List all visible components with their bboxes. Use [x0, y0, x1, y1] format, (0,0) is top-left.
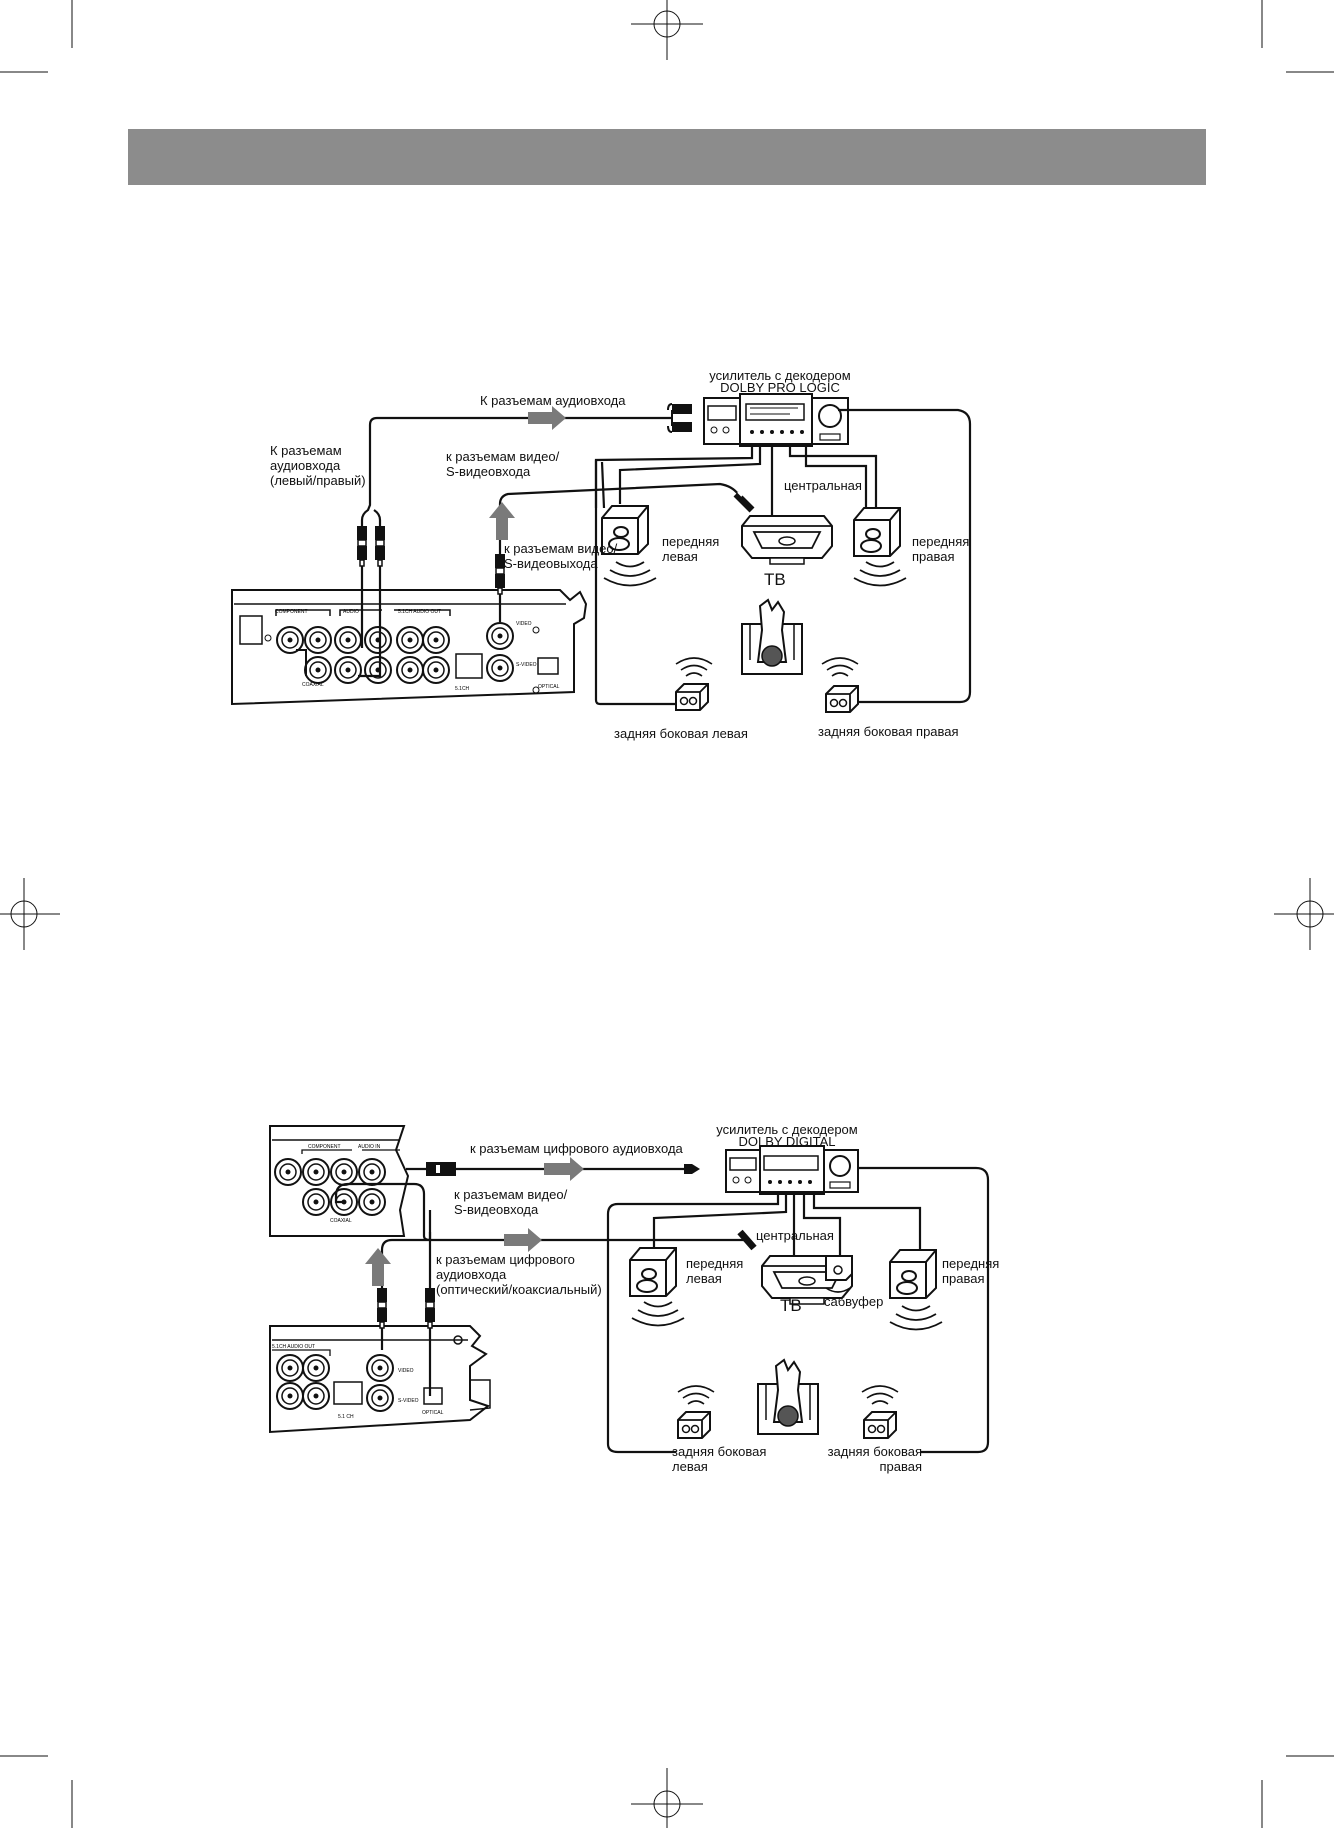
arrow-video-up — [489, 502, 515, 540]
svg-text:S-VIDEO: S-VIDEO — [398, 1398, 419, 1404]
label-front-left-2: передняя левая — [686, 1256, 743, 1286]
front-right-sound-waves-2 — [890, 1306, 942, 1330]
svg-text:VIDEO: VIDEO — [398, 1368, 414, 1374]
rear-right-sound-waves — [822, 658, 858, 676]
amplifier-dolby-digital — [726, 1146, 858, 1194]
svg-text:5.1CH: 5.1CH — [455, 686, 470, 692]
listener-seat-2 — [758, 1360, 818, 1434]
rear-right-sound-waves-2 — [862, 1386, 898, 1404]
svg-text:VIDEO: VIDEO — [516, 621, 532, 627]
label-digital-audio-in: к разъемам цифрового аудиовхода — [470, 1141, 683, 1156]
label-center-2: центральная — [756, 1228, 834, 1243]
speaker-rear-left-2 — [678, 1412, 710, 1438]
label-front-right-2: передняя правая — [942, 1256, 999, 1286]
label-video-in: к разъемам видео/ S-видеовхода — [446, 449, 559, 479]
listener-seat — [742, 600, 802, 674]
label-video-out: к разъемам видео/ S-видеовыхода — [504, 541, 617, 571]
diagram-dolby-digital: COMPONENT AUDIO IN COAXIAL 5.1CH AUDIO O… — [270, 1126, 988, 1452]
svg-text:OPTICAL: OPTICAL — [422, 1410, 444, 1416]
label-tv: ТВ — [764, 570, 786, 589]
arrow-digital-audio-in — [544, 1157, 584, 1181]
amp1-title-line2: DOLBY PRO LOGIC — [690, 380, 870, 395]
panel-label-component: COMPONENT — [275, 609, 308, 615]
dvd-panel-bottom: 5.1CH AUDIO OUT 5.1 CH VIDEO S-VIDEO OPT… — [270, 1326, 490, 1432]
svg-text:OPTICAL: OPTICAL — [538, 684, 560, 690]
label-audio-in-lr: К разъемам аудиовхода (левый/правый) — [270, 443, 366, 488]
label-rear-right-2: задняя боковая правая — [812, 1444, 922, 1474]
speaker-rear-left — [676, 684, 708, 710]
svg-text:AUDIO IN: AUDIO IN — [358, 1144, 381, 1150]
label-front-right: передняя правая — [912, 534, 969, 564]
speaker-rear-right — [826, 686, 858, 712]
label-subwoofer: сабвуфер — [824, 1294, 883, 1309]
speaker-front-right-2 — [890, 1250, 936, 1298]
front-right-sound-waves — [854, 562, 906, 586]
coaxial-plug-left — [426, 1162, 456, 1176]
amplifier-dolby-pro-logic — [704, 394, 848, 446]
arrow-digital-up — [365, 1248, 391, 1286]
label-front-left: передняя левая — [662, 534, 719, 564]
speaker-front-left-2 — [630, 1248, 676, 1296]
label-video-in-2: к разъемам видео/ S-видеовхода — [454, 1187, 567, 1217]
front-left-sound-waves-2 — [632, 1302, 684, 1326]
label-tv-2: ТВ — [780, 1296, 802, 1315]
svg-text:COAXIAL: COAXIAL — [302, 682, 324, 688]
arrow-video-in-2 — [504, 1228, 542, 1252]
svg-text:COAXIAL: COAXIAL — [330, 1218, 352, 1224]
label-digital-type: к разъемам цифрового аудиовхода (оптичес… — [436, 1252, 602, 1297]
rear-left-sound-waves — [676, 658, 712, 676]
label-audio-in: К разъемам аудиовхода — [480, 393, 626, 408]
svg-text:AUDIO: AUDIO — [343, 609, 359, 615]
rear-left-sound-waves-2 — [678, 1386, 714, 1404]
speaker-rear-right-2 — [864, 1412, 896, 1438]
svg-text:5.1CH AUDIO OUT: 5.1CH AUDIO OUT — [398, 609, 441, 615]
svg-text:COMPONENT: COMPONENT — [308, 1144, 341, 1150]
speaker-front-right — [854, 508, 900, 556]
arrow-audio-in — [528, 406, 566, 430]
center-speaker — [742, 516, 832, 564]
dvd-panel-top: COMPONENT AUDIO IN COAXIAL — [270, 1126, 408, 1236]
label-center: центральная — [784, 478, 862, 493]
label-rear-left-2: задняя боковая левая — [672, 1444, 766, 1474]
rca-plug-digital — [377, 1288, 387, 1328]
svg-text:S-VIDEO: S-VIDEO — [516, 662, 537, 668]
rca-plug-right — [375, 526, 385, 566]
rca-plug-left — [357, 526, 367, 566]
rca-plug-video2 — [425, 1288, 435, 1328]
svg-text:5.1 CH: 5.1 CH — [338, 1414, 354, 1420]
dvd-rear-panel: COMPONENT AUDIO 5.1CH AUDIO OUT COAXIAL … — [232, 590, 586, 704]
label-rear-right: задняя боковая правая — [818, 724, 959, 739]
svg-text:5.1CH AUDIO OUT: 5.1CH AUDIO OUT — [272, 1344, 315, 1350]
label-rear-left: задняя боковая левая — [614, 726, 748, 741]
amp2-title-line2: DOLBY DIGITAL — [692, 1134, 882, 1149]
